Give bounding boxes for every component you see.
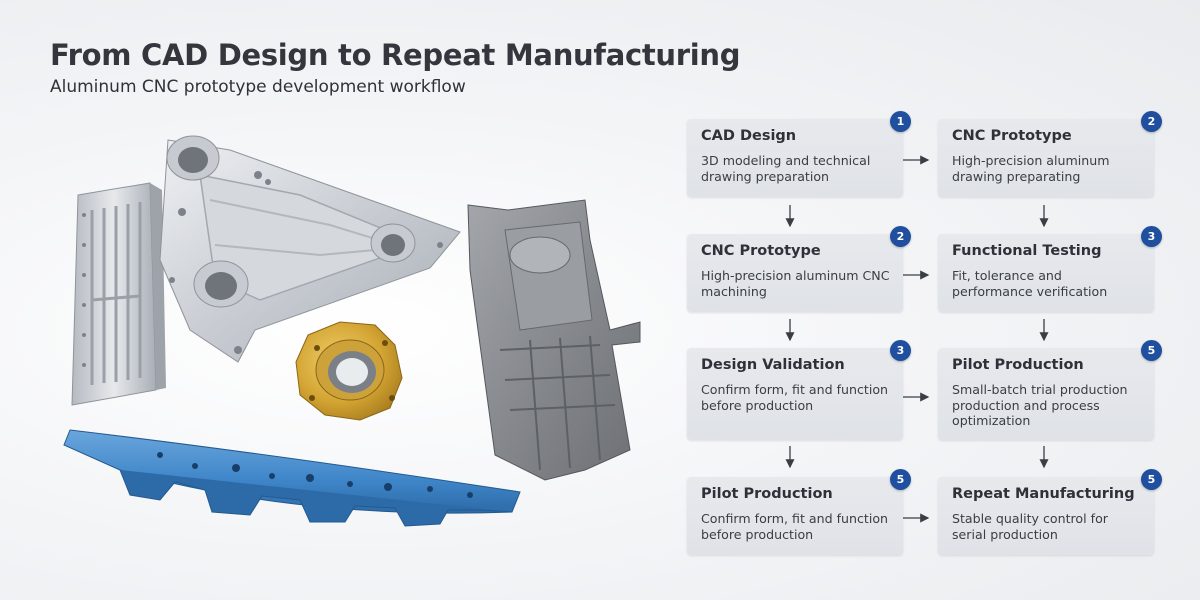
card-pilot-production-right: Pilot Production Small-batch trial produ… xyxy=(938,340,1162,440)
card-title: CNC Prototype xyxy=(701,243,821,259)
card-design-validation: Design Validation Confirm form, fit and … xyxy=(687,340,911,440)
card-title: CNC Prototype xyxy=(952,128,1072,144)
card-description: 3D modeling and technical drawing prepar… xyxy=(701,153,871,184)
card-description: Fit, tolerance and performance verificat… xyxy=(952,268,1108,299)
card-cnc-prototype: CNC Prototype High-precision aluminum CN… xyxy=(687,226,911,312)
step-badge: 5 xyxy=(1141,340,1162,361)
card-description: Stable quality control for serial produc… xyxy=(952,511,1108,542)
step-badge: 5 xyxy=(890,469,911,490)
card-title: CAD Design xyxy=(701,128,797,144)
card-repeat-manufacturing: Repeat Manufacturing Stable quality cont… xyxy=(938,469,1162,555)
step-badge: 2 xyxy=(1141,111,1162,132)
card-description: Small-batch trial production production … xyxy=(952,382,1128,428)
card-description: High-precision aluminum drawing preparat… xyxy=(952,153,1110,184)
card-description: Confirm form, fit and function before pr… xyxy=(701,511,889,542)
card-cnc-prototype-top: CNC Prototype High-precision aluminum dr… xyxy=(938,111,1162,197)
blue-anodized-bar xyxy=(63,429,521,527)
step-badge: 3 xyxy=(1141,226,1162,247)
aluminum-bracket xyxy=(159,135,461,363)
card-title: Repeat Manufacturing xyxy=(952,486,1135,502)
page-subtitle: Aluminum CNC prototype development workf… xyxy=(50,77,466,97)
card-title: Design Validation xyxy=(701,357,845,373)
card-description: Confirm form, fit and function before pr… xyxy=(701,382,889,413)
card-title: Pilot Production xyxy=(952,357,1084,373)
step-badge: 5 xyxy=(1141,469,1162,490)
card-pilot-production: Pilot Production Confirm form, fit and f… xyxy=(687,469,911,555)
cast-aluminum-housing xyxy=(467,199,641,481)
cnc-parts-photo xyxy=(63,135,641,527)
ribbed-aluminum-housing xyxy=(71,182,166,406)
card-cad-design: CAD Design 3D modeling and technical dra… xyxy=(687,111,911,197)
step-badge: 2 xyxy=(890,226,911,247)
page-title: From CAD Design to Repeat Manufacturing xyxy=(50,38,741,72)
card-title: Pilot Production xyxy=(701,486,833,502)
step-badge: 3 xyxy=(890,340,911,361)
gold-flange-ring xyxy=(295,321,403,421)
step-badge: 1 xyxy=(890,111,911,132)
card-title: Functional Testing xyxy=(952,243,1102,259)
card-functional-testing: Functional Testing Fit, tolerance and pe… xyxy=(938,226,1162,312)
card-description: High-precision aluminum CNC machining xyxy=(701,268,890,299)
